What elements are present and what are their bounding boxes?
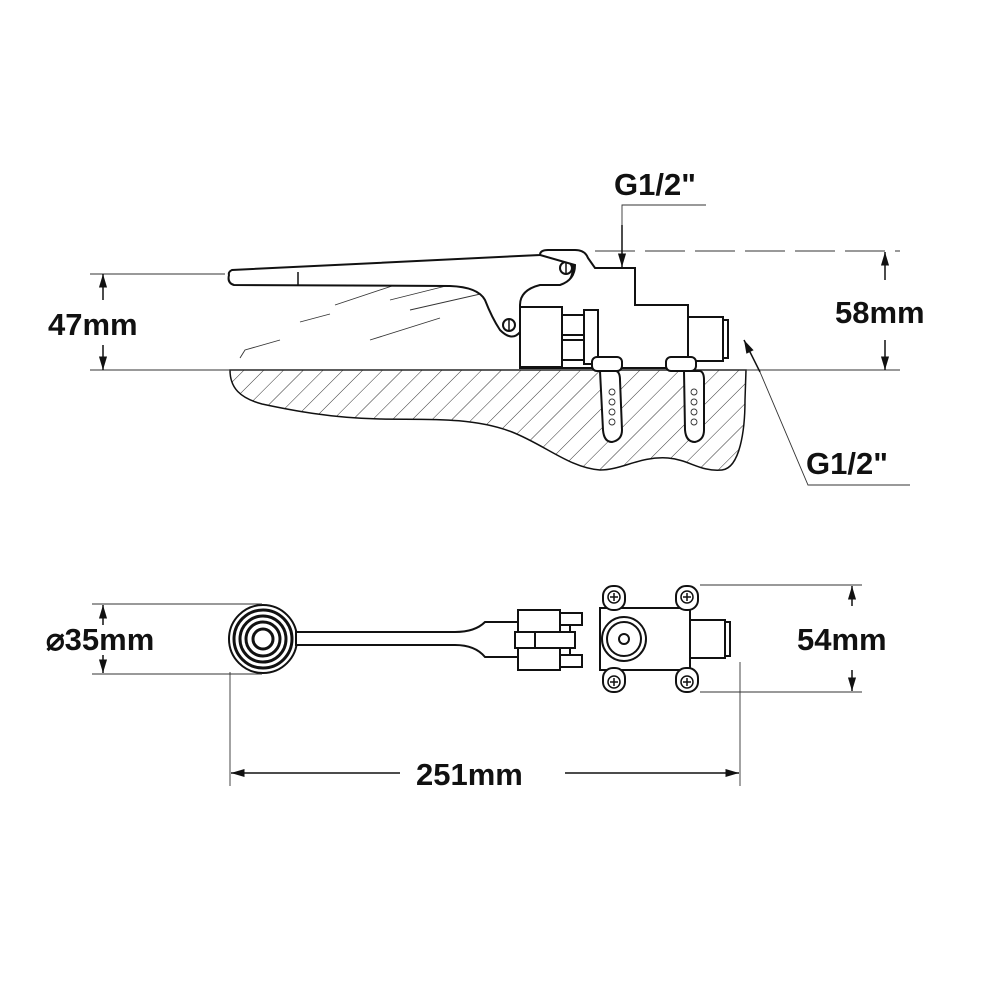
thread-label-top: G1/2" bbox=[614, 167, 696, 202]
dimension-58mm: 58mm bbox=[595, 250, 925, 370]
mounting-foot bbox=[591, 356, 623, 372]
callout-inlet-thread: G1/2" bbox=[614, 167, 706, 267]
callout-outlet-thread: G1/2" bbox=[743, 339, 910, 486]
dimension-47mm: 47mm bbox=[48, 273, 225, 370]
dimension-54mm: 54mm bbox=[700, 584, 887, 693]
outlet-nut-top bbox=[689, 619, 726, 659]
wall-anchor bbox=[598, 370, 624, 444]
mounting-foot bbox=[665, 356, 697, 372]
dimension-label-58mm: 58mm bbox=[835, 295, 925, 330]
dimension-35mm: ⌀35mm bbox=[46, 603, 262, 675]
mounting-screws bbox=[602, 585, 699, 693]
push-cartridge bbox=[519, 306, 563, 368]
dimension-label-251mm: 251mm bbox=[416, 757, 523, 792]
wall-section bbox=[229, 369, 747, 471]
valve-side bbox=[227, 249, 729, 444]
dimension-label-47mm: 47mm bbox=[48, 307, 138, 342]
dimension-label-35mm: ⌀35mm bbox=[46, 622, 154, 657]
foot-pedal-disc bbox=[228, 604, 298, 674]
dimension-label-54mm: 54mm bbox=[797, 622, 887, 657]
valve-top bbox=[228, 585, 731, 693]
dimension-251mm: 251mm bbox=[229, 662, 741, 792]
wall-anchor bbox=[682, 370, 705, 444]
thread-label-side: G1/2" bbox=[806, 446, 888, 481]
outlet-nut bbox=[687, 316, 724, 362]
foot-lever-dashed-position bbox=[239, 264, 521, 359]
